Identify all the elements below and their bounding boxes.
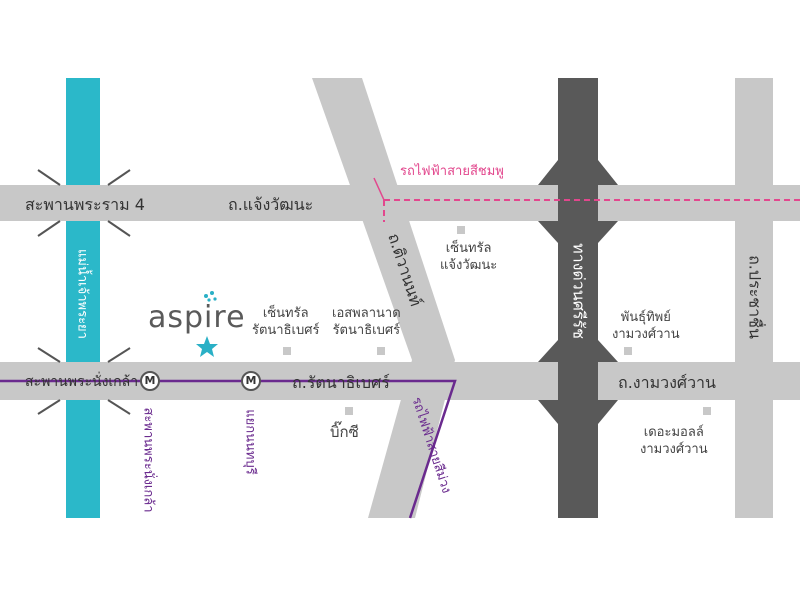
logo-sparkle-dot — [204, 294, 208, 298]
pink-line-leader — [373, 177, 385, 201]
place-name-line: เดอะมอลล์ — [643, 425, 704, 440]
prachachuen-road — [735, 78, 773, 518]
place-name-line: เซ็นทรัล — [445, 241, 492, 256]
rama4-bridge-right-top — [107, 169, 131, 186]
rama4-bridge-right-bottom — [107, 220, 131, 237]
place-central-rattanathibet: เซ็นทรัล รัตนาธิเบศร์ — [252, 305, 319, 339]
logo-sparkle-dot — [213, 297, 217, 301]
phranangklao-station-label: สะพานพระนั่งเกล้า — [140, 407, 156, 513]
ngamwongwan-road-label: ถ.งามวงศ์วาน — [618, 373, 716, 392]
expressway-ramp-mid — [538, 221, 618, 243]
place-name-line: พันธุ์ทิพย์ — [620, 310, 671, 325]
landmark-square-icon — [283, 347, 291, 355]
place-pantip-ngamwongwan: พันธุ์ทิพย์ งามวงศ์วาน — [612, 309, 680, 343]
aspire-logo: aspire — [148, 300, 246, 335]
place-the-mall-ngamwongwan: เดอะมอลล์ งามวงศ์วาน — [640, 424, 708, 458]
chaengwattana-road-label: ถ.แจ้งวัฒนะ — [228, 195, 314, 214]
mrt-station-icon: M — [140, 371, 160, 391]
place-esplanade-rattanathibet: เอสพลานาด รัตนาธิเบศร์ — [332, 305, 401, 339]
rama4-bridge-label: สะพานพระราม 4 — [25, 195, 145, 214]
place-name-line: เซ็นทรัล — [262, 306, 309, 321]
nangklao-bridge-right-top — [107, 347, 131, 363]
yaek-nonthaburi-station-label: แยกนนทบุรี — [242, 409, 258, 475]
pink-line-label: รถไฟฟ้าสายสีชมพู — [400, 164, 504, 179]
river — [66, 78, 100, 518]
rattanathibet-road-label: ถ.รัตนาธิเบศร์ — [292, 373, 390, 392]
place-bigc: บิ๊กซี — [330, 423, 359, 441]
expressway-ramp-lower-top — [538, 340, 618, 362]
expressway-ramp-lower-bottom — [538, 400, 618, 424]
expressway-label: ทางด่วนศรีรัช — [569, 243, 589, 339]
river-label: แม่น้ำเจ้าพระยา — [74, 249, 90, 339]
landmark-square-icon — [624, 347, 632, 355]
nangklao-bridge-left-bottom — [37, 399, 61, 415]
landmark-square-icon — [457, 226, 465, 234]
chaengwattana-road — [0, 185, 800, 221]
tiwanon-road — [312, 78, 455, 518]
prachachuen-road-label: ถ.ประชาชื่น — [745, 255, 765, 339]
star-icon — [196, 336, 218, 357]
place-name-line: แจ้งวัฒนะ — [440, 258, 498, 273]
place-name-line: งามวงศ์วาน — [640, 442, 708, 457]
place-name-line: รัตนาธิเบศร์ — [252, 323, 320, 338]
landmark-square-icon — [377, 347, 385, 355]
rama4-bridge-left-top — [37, 169, 61, 186]
place-central-chaengwattana: เซ็นทรัล แจ้งวัฒนะ — [440, 240, 497, 274]
rama4-bridge-left-bottom — [37, 220, 61, 237]
nangklao-bridge-right-bottom — [107, 399, 131, 415]
expressway — [558, 78, 598, 518]
place-name-line: รัตนาธิเบศร์ — [332, 323, 401, 338]
nangklao-bridge-left-top — [37, 347, 61, 363]
logo-sparkle-dot — [207, 298, 211, 302]
logo-sparkle-dot — [210, 291, 214, 295]
landmark-square-icon — [703, 407, 711, 415]
mrt-station-icon: M — [241, 371, 261, 391]
place-name-line: เอสพลานาด — [332, 306, 401, 321]
phranangklao-bridge-label: สะพานพระนั่งเกล้า — [25, 374, 139, 390]
landmark-square-icon — [345, 407, 353, 415]
expressway-ramp-top — [538, 160, 618, 185]
place-name-line: งามวงศ์วาน — [612, 327, 680, 342]
